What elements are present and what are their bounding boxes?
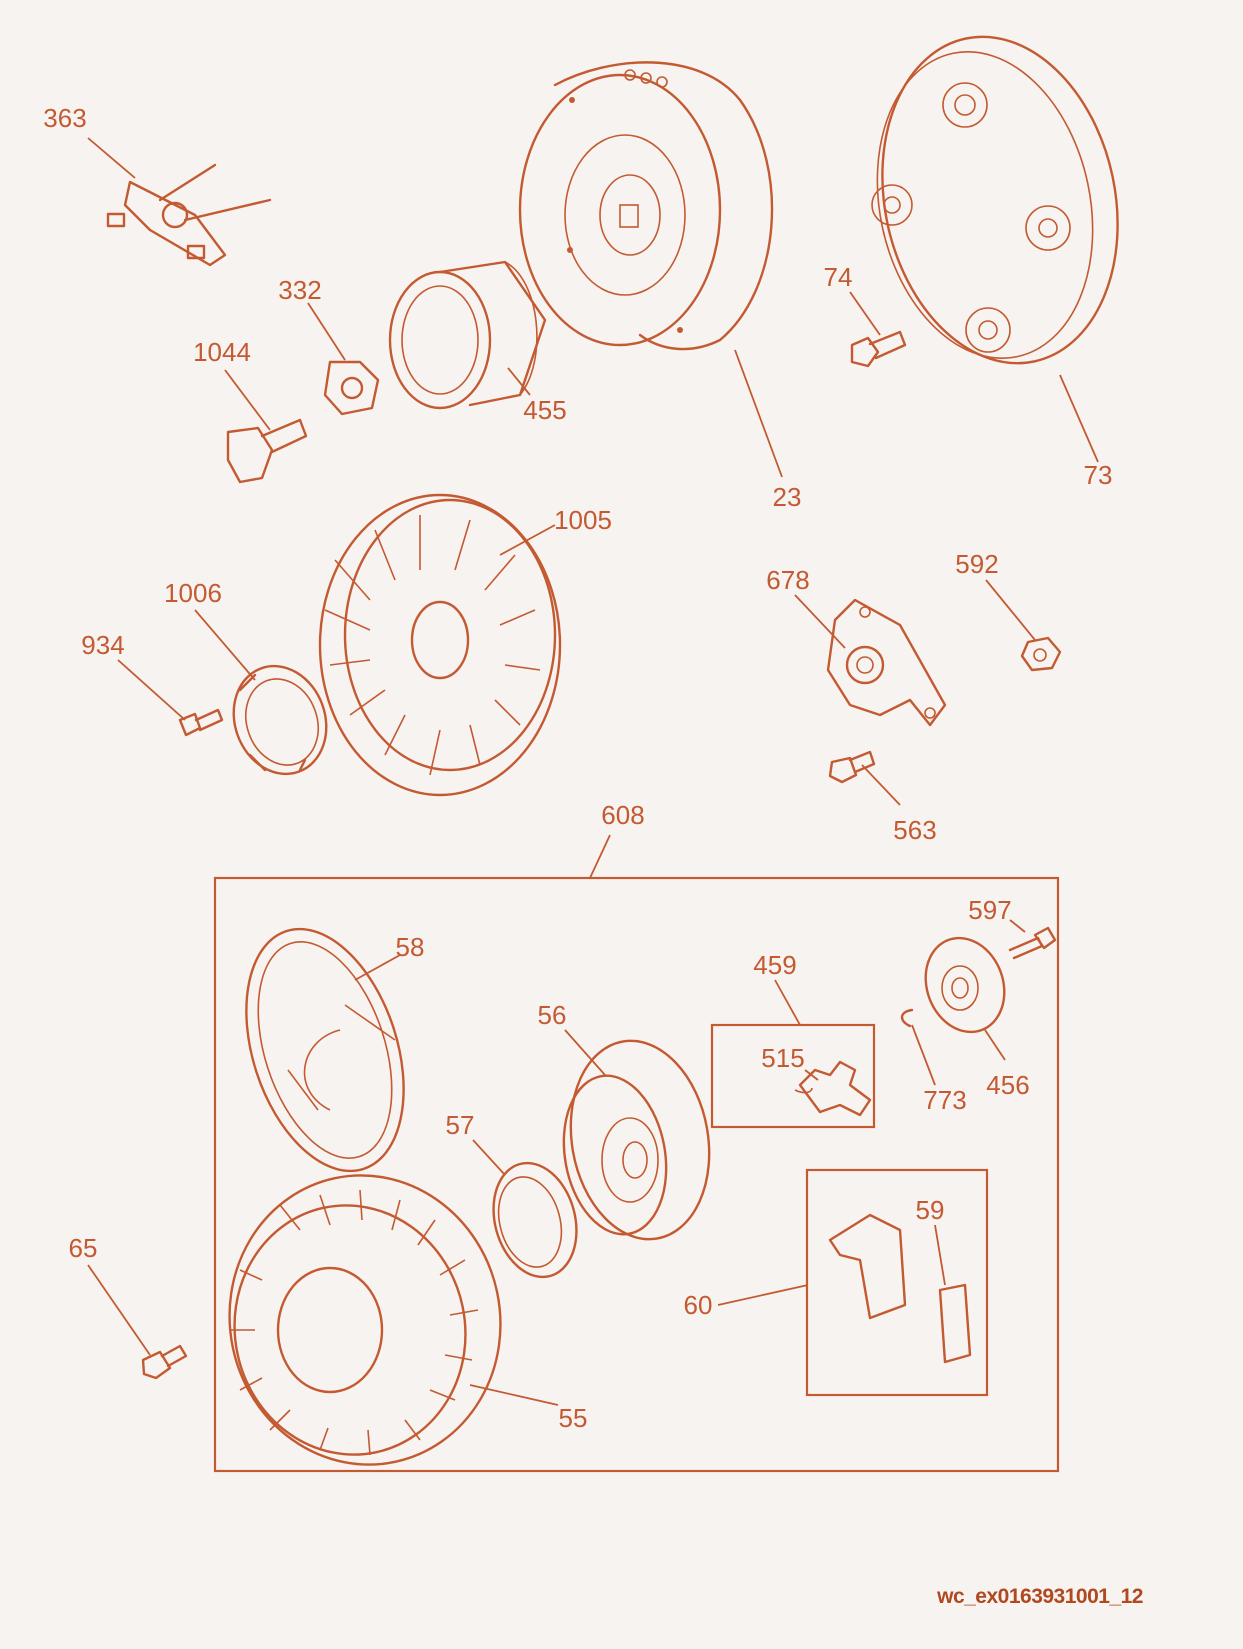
part-56-reel xyxy=(562,1039,711,1241)
part-1005-fan xyxy=(318,493,562,797)
part-934-screw xyxy=(178,708,224,737)
part-1006-ring xyxy=(232,664,328,776)
part-74-screw xyxy=(850,330,907,368)
label-563: 563 xyxy=(893,815,937,845)
part-73-cover xyxy=(871,35,1119,365)
part-563-fitting xyxy=(828,750,876,784)
assembly-60-box xyxy=(805,1168,989,1397)
part-773-clip xyxy=(900,1008,914,1028)
part-55-housing xyxy=(228,1174,502,1466)
part-57-spring xyxy=(492,1161,578,1279)
label-934: 934 xyxy=(81,630,125,660)
part-332-nut xyxy=(323,360,380,416)
part-515-pawl xyxy=(794,1060,872,1117)
part-678-bracket xyxy=(826,598,947,727)
label-23: 23 xyxy=(772,482,802,512)
label-1044: 1044 xyxy=(193,337,251,367)
part-363-puller xyxy=(106,163,272,267)
label-60: 60 xyxy=(683,1290,713,1320)
label-592: 592 xyxy=(955,549,999,579)
part-1044-bolt xyxy=(226,418,308,484)
label-773: 773 xyxy=(923,1085,967,1115)
part-59-insert xyxy=(938,1283,972,1364)
leader-lines xyxy=(87,137,1099,1406)
diagram-reference-code: wc_ex0163931001_12 xyxy=(937,1585,1143,1608)
label-332: 332 xyxy=(278,275,322,305)
label-57: 57 xyxy=(445,1110,475,1140)
label-1006: 1006 xyxy=(164,578,222,608)
part-60-handle xyxy=(828,1213,907,1320)
label-363: 363 xyxy=(43,103,87,133)
part-23-flywheel xyxy=(518,61,774,351)
label-608: 608 xyxy=(601,800,645,830)
label-74: 74 xyxy=(823,262,853,292)
label-65: 65 xyxy=(68,1233,98,1263)
label-1005: 1005 xyxy=(554,505,612,535)
part-65-bolt xyxy=(141,1344,188,1380)
label-597: 597 xyxy=(968,895,1012,925)
label-73: 73 xyxy=(1083,460,1113,490)
assembly-459-box xyxy=(710,1023,876,1129)
part-456-plate xyxy=(924,936,1006,1034)
label-456: 456 xyxy=(986,1070,1030,1100)
label-55: 55 xyxy=(558,1403,588,1433)
part-455-cup xyxy=(388,260,547,410)
part-597-screw xyxy=(1008,926,1057,960)
label-515: 515 xyxy=(761,1043,805,1073)
label-678: 678 xyxy=(766,565,810,595)
label-455: 455 xyxy=(523,395,567,425)
assembly-608-box xyxy=(213,876,1060,1473)
label-58: 58 xyxy=(395,932,425,962)
label-459: 459 xyxy=(753,950,797,980)
part-592-nut xyxy=(1020,636,1062,672)
label-59: 59 xyxy=(915,1195,945,1225)
label-56: 56 xyxy=(537,1000,567,1030)
part-58-spring xyxy=(245,927,405,1173)
